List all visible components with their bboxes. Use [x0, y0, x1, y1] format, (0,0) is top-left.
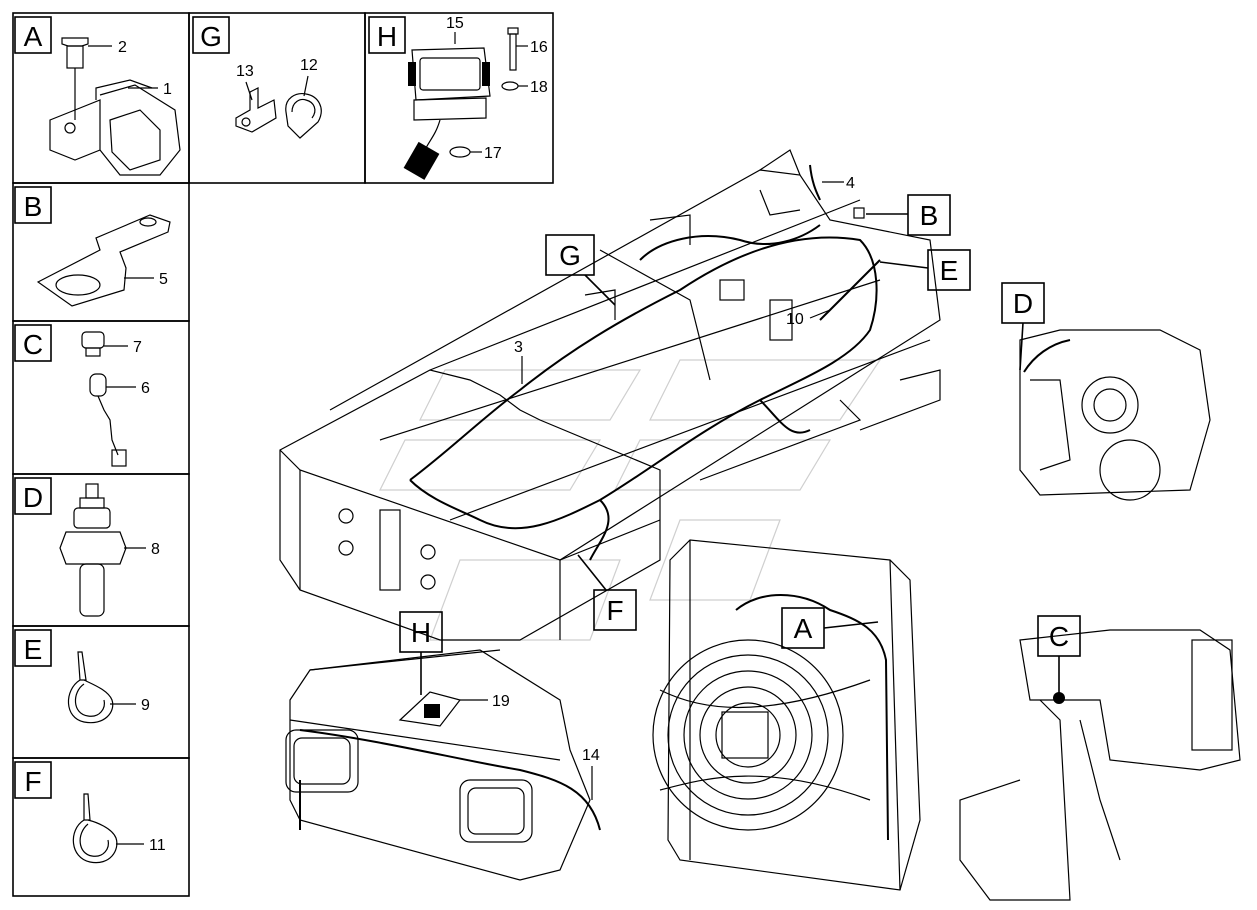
callout-box-g: [545, 234, 595, 276]
detail-panel-e: E 9: [14, 629, 150, 724]
panel-letter-box: [14, 477, 52, 515]
sensor-location-marker: [1053, 692, 1065, 704]
part-number: 16: [530, 39, 548, 56]
callout-b-label: B: [920, 200, 939, 231]
part-label-19: 19: [492, 693, 510, 710]
wire-label-3: 3: [514, 339, 523, 356]
clamp-icon: [49, 79, 181, 176]
callout-d-label: D: [1013, 288, 1033, 319]
detail-panel-h: H 15 16 18 17: [368, 15, 548, 180]
callout-leader: [879, 261, 929, 269]
camera-monitor-icon: [403, 47, 491, 180]
wire-label-4: 4: [846, 175, 855, 192]
mount-bracket: [482, 62, 490, 86]
p-clip-icon: [285, 93, 322, 139]
panel-letter-box: [14, 16, 52, 54]
panel-letter-box: [14, 186, 52, 224]
callout-box-f: [593, 589, 637, 631]
part-number: 17: [484, 145, 502, 162]
frame-callouts: G B E F 4 10 3: [514, 175, 971, 631]
part-number: 12: [300, 57, 318, 74]
part-number: 1: [163, 81, 172, 98]
panel-letter: C: [23, 329, 43, 360]
detail-panel-d: D 8: [14, 477, 160, 617]
panel-letter: F: [24, 766, 41, 797]
callout-c-label: C: [1049, 621, 1069, 652]
panel-letter-box: [14, 629, 52, 667]
watermark-logo: [379, 359, 882, 641]
machine-frame-illustration: [279, 149, 941, 641]
detail-panel-c: C 7 6: [14, 324, 150, 467]
callout-leader: [809, 309, 831, 319]
mount-bracket: [408, 62, 416, 86]
camera-plug: [403, 141, 440, 180]
panel-letter: G: [200, 21, 222, 52]
camera-unit: [424, 704, 440, 718]
wire-label-10: 10: [786, 311, 804, 328]
part-number: 11: [149, 837, 166, 854]
panel-letter: E: [24, 634, 43, 665]
bracket-icon: [36, 214, 171, 307]
part-number: 5: [159, 271, 168, 288]
callout-target-marker: [853, 207, 865, 219]
callout-leader: [823, 621, 879, 629]
callout-g-label: G: [559, 240, 581, 271]
detail-panel-f: F 11: [14, 761, 166, 864]
callout-box-e: [927, 249, 971, 291]
engine-detail-d: D: [1001, 282, 1211, 501]
panel-letter: H: [377, 21, 397, 52]
callout-e-label: E: [940, 255, 959, 286]
part-label-14: 14: [582, 747, 600, 764]
panel-letter: D: [23, 482, 43, 513]
rear-lamp-illustration: H 19 14: [285, 611, 601, 881]
washer-icon: [501, 81, 519, 91]
bolt-icon: [507, 27, 519, 71]
callout-leader: [584, 274, 616, 306]
panel-letter: B: [24, 191, 43, 222]
panel-letter-box: [192, 16, 230, 54]
part-number: 7: [133, 339, 142, 356]
panel-letter-box: [14, 324, 52, 362]
detail-panel-b: B 5: [14, 186, 171, 307]
detail-panel-g: G 13 12: [192, 16, 322, 139]
part-number: 2: [118, 39, 127, 56]
sensor-connector-icon: [81, 331, 127, 467]
panel-letter: A: [24, 21, 43, 52]
grommet-icon: [449, 146, 471, 158]
part-number: 8: [151, 541, 160, 558]
radiator-illustration: A: [652, 539, 921, 891]
bolt-icon: [61, 37, 89, 120]
transmission-detail-c: C: [959, 615, 1241, 901]
panel-letter-box: [14, 761, 52, 799]
panel-letter-box: [368, 16, 406, 54]
callout-f-label: F: [606, 595, 623, 626]
callout-leader: [577, 554, 607, 591]
cable-tie-icon: [72, 793, 118, 864]
temperature-sensor-icon: [59, 483, 127, 617]
callout-a-label: A: [794, 613, 813, 644]
part-number: 6: [141, 380, 150, 397]
part-number: 15: [446, 15, 464, 32]
callout-box-b: [907, 194, 951, 236]
cable-tie-icon: [67, 651, 114, 724]
part-number: 18: [530, 79, 548, 96]
part-number: 9: [141, 697, 150, 714]
detail-panel-a: A 2 1: [14, 16, 181, 176]
clip-bracket-icon: [235, 87, 277, 133]
part-number: 13: [236, 63, 254, 80]
callout-h-label: H: [411, 617, 431, 648]
detail-panel-frames: [12, 12, 554, 897]
